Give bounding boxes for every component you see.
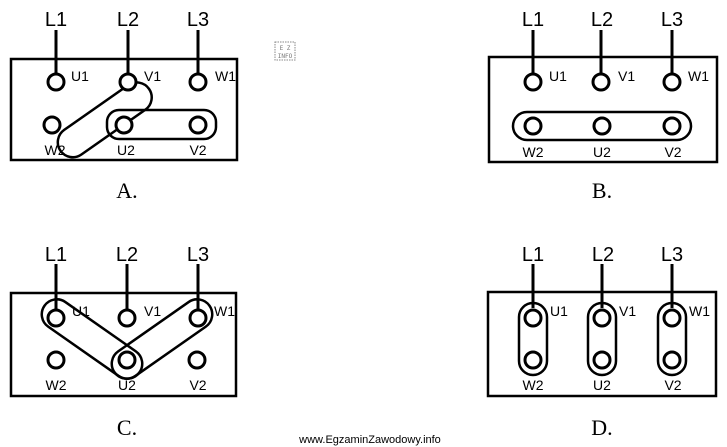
line-label-l3: L3 — [187, 9, 209, 31]
terminal-box-c — [9, 291, 238, 398]
terminal-label-u2: U2 — [118, 377, 136, 393]
panel-d: L1 L2 L3 U1 V1 W1 W2 U2 V2 D. — [486, 244, 718, 440]
jumper-v1-u2 — [586, 301, 618, 377]
terminal-label-w1: W1 — [688, 68, 709, 84]
terminal-label-u1: U1 — [550, 303, 568, 319]
panel-b: L1 L2 L3 U1 V1 W1 W2 U2 V2 B. — [487, 9, 719, 203]
terminal-label-v2: V2 — [189, 377, 206, 393]
terminal-box-a — [9, 57, 239, 162]
terminal-v1 — [591, 72, 611, 92]
terminal-label-u1: U1 — [549, 68, 567, 84]
terminal-label-v2: V2 — [189, 142, 206, 158]
terminal-label-v2: V2 — [664, 144, 681, 160]
terminal-v1 — [592, 308, 612, 328]
terminal-u1 — [46, 72, 66, 92]
terminal-u2 — [117, 350, 137, 370]
jumper-w2-v1 — [56, 81, 153, 159]
terminal-label-w1: W1 — [215, 68, 236, 84]
line-label-l3: L3 — [661, 244, 683, 266]
terminal-u2 — [592, 116, 612, 136]
line-label-l3: L3 — [661, 9, 683, 31]
jumper-u1-w2 — [517, 301, 549, 377]
terminal-label-u1: U1 — [71, 68, 89, 84]
terminal-v2 — [662, 350, 682, 370]
jumper-u1-u2 — [40, 298, 144, 380]
terminal-v2 — [662, 116, 682, 136]
caption-a: A. — [116, 178, 137, 203]
terminal-label-v1: V1 — [144, 68, 161, 84]
terminal-label-v1: V1 — [619, 303, 636, 319]
jumper-star-point — [511, 110, 693, 142]
terminal-w2 — [523, 350, 543, 370]
ez-info-logo: E Z INFO — [274, 41, 296, 61]
terminal-box-b — [487, 55, 719, 164]
line-label-l1: L1 — [45, 244, 67, 266]
caption-d: D. — [591, 415, 612, 440]
terminal-label-w1: W1 — [214, 303, 235, 319]
terminal-u2 — [114, 115, 134, 135]
line-label-l2: L2 — [591, 9, 613, 31]
terminal-w1 — [188, 308, 208, 328]
terminal-label-v1: V1 — [618, 68, 635, 84]
jumper-u2-w1 — [110, 298, 214, 380]
terminal-label-w2: W2 — [45, 142, 66, 158]
jumper-u2-v2 — [105, 108, 218, 141]
terminal-u1 — [523, 72, 543, 92]
panel-c: L1 L2 L3 U1 V1 W1 W2 U2 V2 C. — [9, 244, 238, 440]
terminal-label-w2: W2 — [46, 377, 67, 393]
terminal-label-u2: U2 — [117, 142, 135, 158]
terminal-label-u2: U2 — [593, 377, 611, 393]
terminal-label-u1: U1 — [72, 303, 90, 319]
terminal-w1 — [188, 72, 208, 92]
line-label-l2: L2 — [592, 244, 614, 266]
footer-site-label: www.EgzaminZawodowy.info — [298, 434, 441, 446]
terminal-label-w2: W2 — [523, 144, 544, 160]
terminal-label-w1: W1 — [689, 303, 710, 319]
caption-c: C. — [117, 415, 137, 440]
terminal-label-v1: V1 — [144, 303, 161, 319]
svg-text:INFO: INFO — [278, 53, 293, 60]
line-label-l1: L1 — [522, 9, 544, 31]
terminal-label-w2: W2 — [523, 377, 544, 393]
jumper-w1-v2 — [656, 301, 688, 377]
panel-a: L1 L2 L3 U1 V1 W1 W2 U2 V2 A. — [9, 9, 239, 203]
terminal-v2 — [187, 350, 207, 370]
terminal-v1 — [118, 72, 138, 92]
line-label-l2: L2 — [116, 244, 138, 266]
terminal-u1 — [523, 308, 543, 328]
terminal-u1 — [46, 308, 66, 328]
terminal-label-v2: V2 — [664, 377, 681, 393]
terminal-w2 — [523, 116, 543, 136]
terminal-v2 — [188, 115, 208, 135]
terminal-w1 — [662, 308, 682, 328]
terminal-w2 — [42, 115, 62, 135]
terminal-u2 — [592, 350, 612, 370]
line-label-l1: L1 — [45, 9, 67, 31]
line-label-l2: L2 — [117, 9, 139, 31]
line-label-l3: L3 — [187, 244, 209, 266]
caption-b: B. — [592, 178, 612, 203]
terminal-w2 — [46, 350, 66, 370]
svg-text:E Z: E Z — [280, 45, 291, 52]
terminal-w1 — [662, 72, 682, 92]
line-label-l1: L1 — [522, 244, 544, 266]
terminal-label-u2: U2 — [593, 144, 611, 160]
terminal-v1 — [117, 308, 137, 328]
